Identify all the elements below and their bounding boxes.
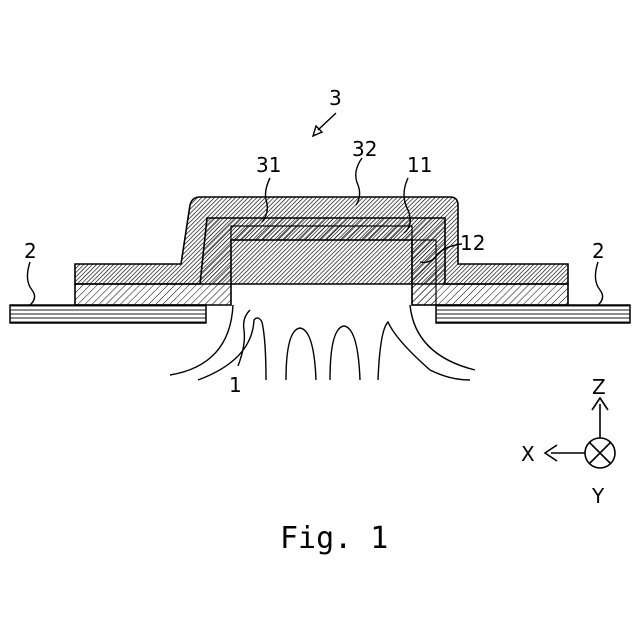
side-face-12	[412, 240, 436, 305]
label-inner-layer: 31	[256, 153, 281, 177]
element-1-fins	[170, 305, 475, 380]
axes-indicator: Z X Y	[521, 375, 615, 508]
label-outer-layer: 32	[352, 137, 377, 161]
substrate-left	[10, 305, 206, 323]
label-top-face: 11	[407, 153, 432, 177]
substrate-right	[436, 305, 630, 323]
figure-caption: Fig. 1	[280, 521, 388, 556]
axis-y-label: Y	[591, 484, 605, 508]
label-element: 1	[229, 373, 242, 397]
label-side-face: 12	[460, 231, 485, 255]
top-face-11	[231, 226, 412, 240]
axis-x-label: X	[521, 442, 535, 466]
label-assembly: 3	[329, 86, 342, 110]
label-substrate-left: 2	[24, 239, 37, 263]
label-substrate-right: 2	[592, 239, 605, 263]
axis-z-label: Z	[592, 375, 606, 399]
